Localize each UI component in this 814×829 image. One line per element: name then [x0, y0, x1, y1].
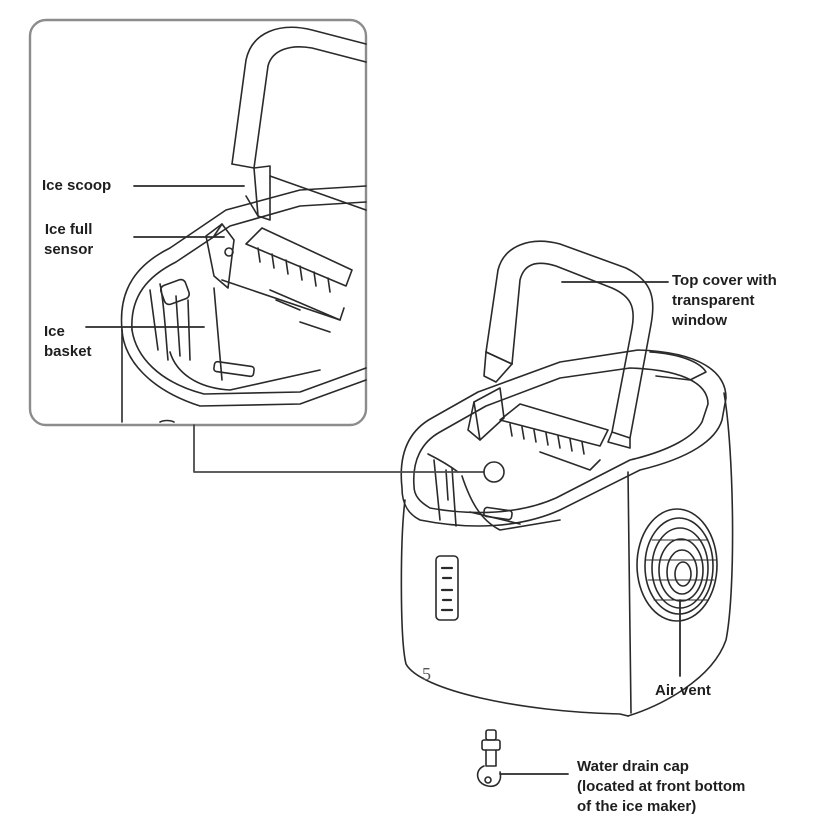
page-number: 5 — [422, 664, 431, 684]
leader-lines — [85, 185, 681, 775]
label-top-cover-line1: Top cover with — [672, 272, 777, 289]
label-drain-line1: Water drain cap — [577, 758, 689, 775]
label-ice-full-sensor-line1: Ice full — [44, 221, 93, 238]
label-top-cover-line2: transparent — [672, 292, 755, 309]
label-air-vent-text: Air vent — [655, 682, 711, 699]
label-ice-scoop: Ice scoop — [42, 176, 111, 196]
label-ice-full-sensor: Ice full sensor — [44, 220, 93, 260]
label-ice-scoop-text: Ice scoop — [42, 177, 112, 194]
top-cover-lid — [483, 240, 707, 449]
label-water-drain-cap: Water drain cap (located at front bottom… — [577, 757, 745, 817]
label-ice-basket: Ice basket — [44, 322, 92, 362]
label-drain-line2: (located at front bottom — [577, 778, 746, 795]
water-drain-cap — [476, 729, 502, 788]
label-top-cover: Top cover with transparent window — [672, 271, 777, 331]
air-vent-grille — [636, 508, 718, 622]
label-ice-basket-line1: Ice — [44, 323, 65, 340]
label-top-cover-line3: window — [672, 312, 727, 329]
ice-maker-body — [400, 349, 734, 717]
control-panel — [435, 555, 459, 621]
main-ice-basket — [427, 387, 561, 531]
main-ice-tray — [499, 403, 609, 471]
label-air-vent: Air vent — [655, 681, 711, 701]
inset-detail — [28, 18, 505, 483]
label-drain-line3: of the ice maker) — [577, 798, 697, 815]
label-ice-full-sensor-line2: sensor — [44, 241, 94, 258]
label-ice-basket-line2: basket — [44, 343, 92, 360]
